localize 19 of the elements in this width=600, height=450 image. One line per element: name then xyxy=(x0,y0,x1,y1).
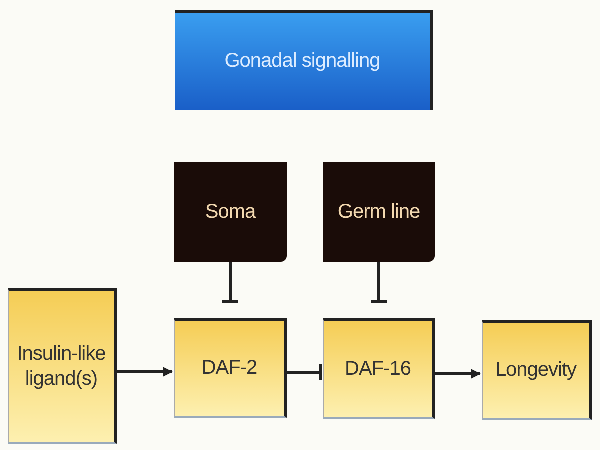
inhibition-line xyxy=(287,364,322,380)
process-box xyxy=(174,318,287,418)
node-label: Soma xyxy=(205,200,256,224)
source-box xyxy=(323,162,435,262)
node-label: Germ line xyxy=(338,200,420,224)
node-label: Gonadal signalling xyxy=(224,49,380,74)
node-label: DAF-2 xyxy=(202,356,258,381)
node-label: DAF-16 xyxy=(345,356,411,382)
signal-banner xyxy=(175,10,433,110)
process-box xyxy=(323,318,435,419)
source-box xyxy=(174,162,287,262)
inhibition-line xyxy=(222,262,238,303)
arrow xyxy=(117,367,173,377)
node-label: Longevity xyxy=(495,358,577,383)
node-label: Insulin-like ligand(s) xyxy=(16,342,107,392)
process-box xyxy=(482,320,592,420)
inhibition-line xyxy=(371,262,387,303)
process-box xyxy=(8,288,117,444)
arrow xyxy=(435,369,481,379)
